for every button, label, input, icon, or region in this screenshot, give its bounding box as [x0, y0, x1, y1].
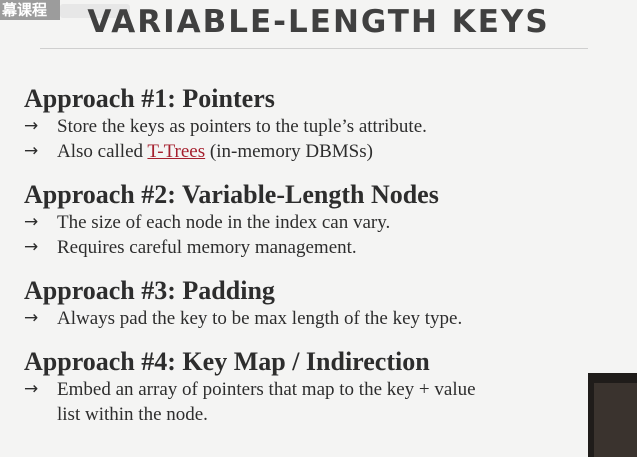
bullet-text: Store the keys as pointers to the tuple’…	[57, 116, 427, 137]
arrow-icon: →	[24, 116, 39, 136]
slide-content: Approach #1: Pointers → Store the keys a…	[24, 84, 637, 427]
approach-4: Approach #4: Key Map / Indirection → Emb…	[24, 347, 637, 427]
bullet-continuation: list within the node.	[57, 404, 208, 425]
bullet-item: → Embed an array of pointers that map to…	[24, 377, 637, 402]
arrow-icon: →	[24, 308, 39, 328]
approach-3: Approach #3: Padding → Always pad the ke…	[24, 276, 637, 331]
arrow-icon: →	[24, 379, 39, 399]
slide-title: VARIABLE-LENGTH KEYS	[87, 4, 550, 40]
bullet-item: → The size of each node in the index can…	[24, 210, 637, 235]
bullet-item: → Always pad the key to be max length of…	[24, 306, 637, 331]
bullet-text-suffix: (in-memory DBMSs)	[205, 141, 373, 162]
approach-1-heading: Approach #1: Pointers	[24, 84, 275, 113]
watermark: 幕课程	[0, 0, 60, 20]
speaker-video-overlay	[588, 373, 637, 457]
bullet-text: Always pad the key to be max length of t…	[57, 308, 463, 329]
arrow-icon: →	[24, 141, 39, 161]
bullet-text-prefix: Also called	[57, 141, 148, 162]
video-frame	[594, 383, 637, 457]
bullet-text: The size of each node in the index can v…	[57, 212, 391, 233]
arrow-icon: →	[24, 237, 39, 257]
t-trees-link[interactable]: T-Trees	[147, 141, 206, 162]
arrow-icon: →	[24, 212, 39, 232]
approach-2: Approach #2: Variable-Length Nodes → The…	[24, 180, 637, 260]
bullet-item: → Also called T-Trees (in-memory DBMSs)	[24, 139, 637, 164]
approach-2-heading: Approach #2: Variable-Length Nodes	[24, 180, 439, 209]
approach-1: Approach #1: Pointers → Store the keys a…	[24, 84, 637, 164]
approach-4-heading: Approach #4: Key Map / Indirection	[24, 347, 430, 376]
bullet-text: Requires careful memory management.	[57, 237, 357, 258]
bullet-item: → Requires careful memory management.	[24, 235, 637, 260]
watermark-blur	[60, 4, 130, 18]
approach-3-heading: Approach #3: Padding	[24, 276, 275, 305]
title-divider	[40, 48, 588, 49]
bullet-text: Embed an array of pointers that map to t…	[57, 379, 476, 400]
bullet-item: → Store the keys as pointers to the tupl…	[24, 114, 637, 139]
